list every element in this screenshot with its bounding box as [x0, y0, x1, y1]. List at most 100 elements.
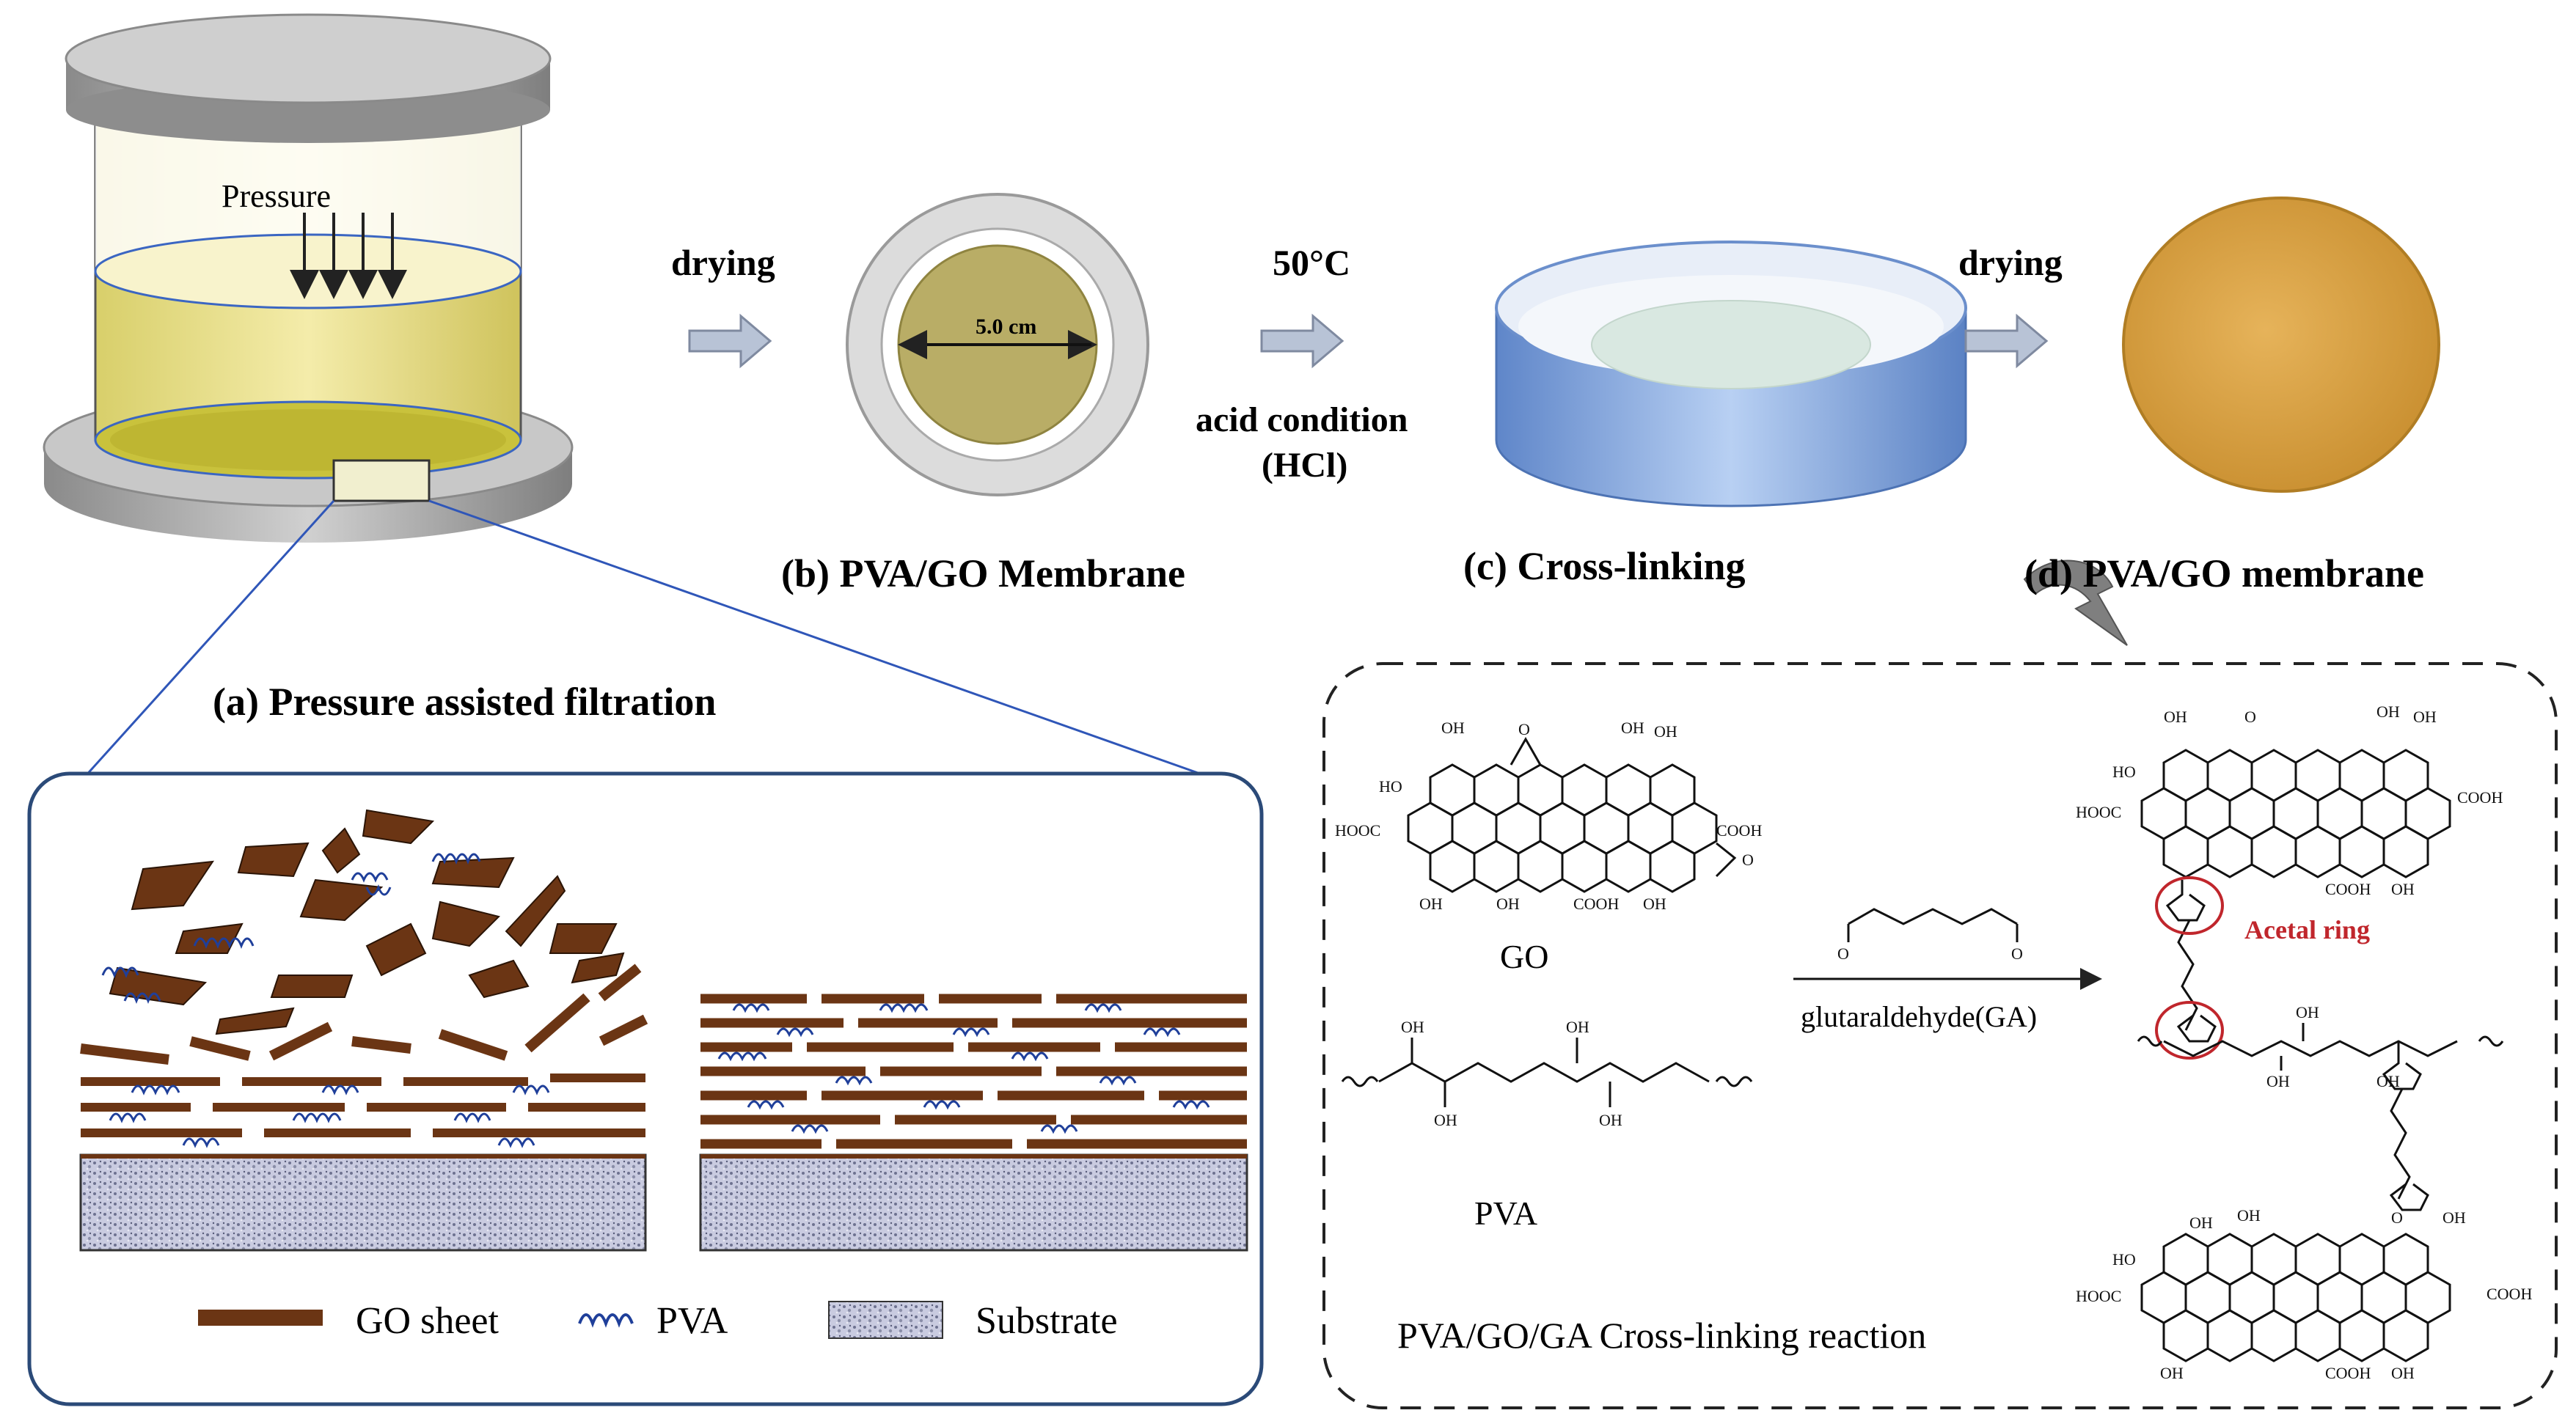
- p-pva-oh-1: OH: [2296, 1003, 2319, 1021]
- pva-oh-2: OH: [1434, 1111, 1457, 1129]
- p-hooc-1: HOOC: [2076, 803, 2121, 821]
- ga-o-1: O: [1837, 944, 1849, 963]
- pb-o-1: O: [2391, 1208, 2403, 1227]
- diameter-label: 5.0 cm: [976, 315, 1036, 339]
- pb-ho-1: HO: [2112, 1250, 2136, 1269]
- pva-chains-left: [101, 853, 550, 1148]
- acetal-linkage: [2165, 880, 2217, 1043]
- stacked-go-layers-left: [81, 1073, 645, 1137]
- p-cooh-2: COOH: [2325, 880, 2371, 898]
- go-epoxy-o-1: O: [1518, 720, 1530, 738]
- p-ho-1: HO: [2112, 763, 2136, 781]
- go-hooc: HOOC: [1335, 821, 1380, 840]
- substrate-right: [699, 1153, 1248, 1252]
- pb-oh-5: OH: [2391, 1364, 2415, 1382]
- reagent-label: glutaraldehyde(GA): [1801, 1000, 2037, 1033]
- pb-cooh-2: COOH: [2325, 1364, 2371, 1382]
- stacked-go-layers-right: [700, 994, 1247, 1149]
- arrow-drying-1: [688, 315, 772, 367]
- pb-oh-1: OH: [2189, 1214, 2213, 1232]
- pb-cooh-1: COOH: [2487, 1285, 2532, 1303]
- glutaraldehyde-structure: [1847, 908, 2019, 942]
- device-cap: [65, 13, 552, 104]
- go-structure: [1407, 736, 1737, 893]
- random-go-flakes: [109, 809, 625, 1035]
- tilted-go-sheets: [80, 964, 648, 1065]
- product-go-bottom: [2140, 1233, 2451, 1362]
- temperature-label: 50°C: [1273, 242, 1350, 283]
- product-go-top: [2140, 749, 2451, 878]
- pb-hooc-1: HOOC: [2076, 1287, 2121, 1305]
- pva-oh-1: OH: [1401, 1018, 1424, 1036]
- arrow-drying-2: [1964, 315, 2048, 367]
- product-bottom-groups: OH OH O OH HO HOOC COOH OH COOH OH: [2076, 1206, 2532, 1382]
- final-membrane: [2122, 197, 2440, 493]
- pb-oh-4: OH: [2160, 1364, 2184, 1382]
- pressure-label: Pressure: [222, 178, 331, 214]
- go-oh-6: OH: [1643, 895, 1666, 913]
- pva-label: PVA: [1474, 1194, 1537, 1232]
- membrane-b: 5.0 cm: [846, 193, 1149, 496]
- go-cooh-2: COOH: [1573, 895, 1619, 913]
- pb-oh-3: OH: [2443, 1208, 2466, 1227]
- p-o-1: O: [2244, 708, 2256, 726]
- go-oh-3: OH: [1654, 722, 1677, 741]
- go-oh-2: OH: [1621, 719, 1644, 737]
- go-functional-groups: OH O OH OH HO HOOC COOH O OH OH COOH OH: [1335, 719, 1762, 913]
- petri-dish: [1495, 241, 1967, 507]
- zoom-region: [332, 459, 431, 502]
- liquid-surface: [94, 233, 522, 309]
- ga-o-2: O: [2011, 944, 2023, 963]
- p-pva-oh-2: OH: [2266, 1072, 2290, 1090]
- zoom-line-left: [83, 499, 335, 779]
- legend-substrate-label: Substrate: [976, 1300, 1118, 1342]
- lower-acetal-linkage: [2382, 1041, 2429, 1211]
- p-oh-2: OH: [2376, 702, 2400, 721]
- acetal-ring-highlight-2: [2155, 1001, 2224, 1060]
- go-epoxy-o-2: O: [1742, 851, 1754, 869]
- zoom-line-right: [428, 499, 1211, 779]
- step-a-label: (a) Pressure assisted filtration: [213, 680, 716, 724]
- p-oh-4: OH: [2391, 880, 2415, 898]
- curved-arrow: [2023, 559, 2128, 646]
- product-pva-chain: [2137, 1023, 2504, 1071]
- pva-structure: [1341, 1038, 1753, 1107]
- step-b-label: (b) PVA/GO Membrane: [781, 551, 1185, 595]
- legend-pva-swatch: [578, 1313, 634, 1328]
- p-cooh-1: COOH: [2457, 788, 2503, 807]
- acetal-ring-highlight-1: [2155, 876, 2224, 935]
- go-oh-4: OH: [1419, 895, 1443, 913]
- go-cooh-1: COOH: [1716, 821, 1762, 840]
- product-top-groups: OH O OH OH HO HOOC COOH COOH OH: [2076, 702, 2503, 898]
- acetal-ring-label: Acetal ring: [2244, 915, 2370, 944]
- pva-chains-right: [717, 1003, 1210, 1134]
- go-label: GO: [1500, 938, 1548, 975]
- legend: GO sheet PVA Substrate: [198, 1300, 1118, 1342]
- substrate-left: [79, 1153, 647, 1252]
- step-d-label: (d) PVA/GO membrane: [2024, 551, 2424, 595]
- arrow-crosslink: [1260, 315, 1344, 367]
- legend-go-sheet-label: GO sheet: [356, 1300, 500, 1342]
- reaction-panel: [1322, 662, 2558, 1409]
- reaction-caption: PVA/GO/GA Cross-linking reaction: [1397, 1315, 1926, 1356]
- p-oh-3: OH: [2413, 708, 2437, 726]
- drying-2-label: drying: [1958, 242, 2063, 283]
- go-ho-1: HO: [1379, 777, 1402, 796]
- pva-oh-4: OH: [1599, 1111, 1622, 1129]
- acid-hcl-label: (HCl): [1262, 446, 1347, 485]
- legend-pva-label: PVA: [656, 1300, 728, 1342]
- p-oh-1: OH: [2164, 708, 2187, 726]
- pb-oh-2: OH: [2237, 1206, 2261, 1225]
- pva-hydroxyls: OH OH OH OH: [1401, 1018, 1622, 1129]
- acid-condition-label: acid condition: [1196, 400, 1408, 439]
- legend-substrate-swatch: [828, 1301, 943, 1339]
- go-oh-5: OH: [1496, 895, 1520, 913]
- dish-membrane: [1591, 300, 1871, 389]
- legend-go-sheet-swatch: [198, 1310, 323, 1326]
- drying-1-label: drying: [671, 242, 775, 283]
- go-oh-1: OH: [1441, 719, 1465, 737]
- step-c-label: (c) Cross-linking: [1463, 544, 1746, 588]
- pva-oh-3: OH: [1566, 1018, 1589, 1036]
